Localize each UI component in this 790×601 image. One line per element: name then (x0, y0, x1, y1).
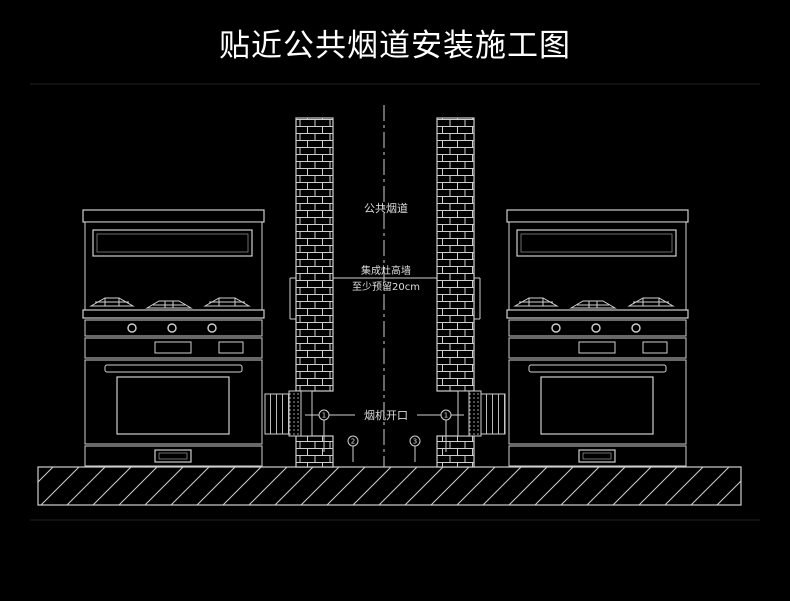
left-exhaust-duct (264, 393, 290, 435)
marker-3: 3 (409, 435, 421, 447)
svg-text:1: 1 (322, 412, 326, 420)
marker-1-right: 1 (440, 409, 452, 421)
svg-text:2: 2 (351, 438, 355, 446)
right-flue-wall-base (436, 435, 475, 468)
height-dimension (289, 277, 481, 320)
right-integrated-stove (506, 209, 689, 467)
page-title: 贴近公共烟道安装施工图 (219, 28, 571, 64)
height-label-line1: 集成灶高墙 (361, 264, 411, 277)
left-integrated-stove (82, 209, 265, 467)
height-label-line2: 至少预留20cm (352, 280, 420, 293)
marker-1-left: 1 (318, 409, 330, 421)
left-flue-wall-base (295, 435, 334, 468)
right-flue-wall (436, 117, 475, 392)
flue-label: 公共烟道 (364, 201, 408, 215)
right-wall-opening (457, 390, 482, 437)
opening-label: 烟机开口 (364, 408, 408, 422)
ground-slab (37, 466, 742, 506)
svg-text:3: 3 (413, 438, 417, 446)
left-wall-opening (288, 390, 313, 437)
left-flue-wall (295, 117, 334, 392)
marker-2: 2 (347, 435, 359, 447)
right-exhaust-duct (480, 393, 506, 435)
svg-text:1: 1 (444, 412, 448, 420)
